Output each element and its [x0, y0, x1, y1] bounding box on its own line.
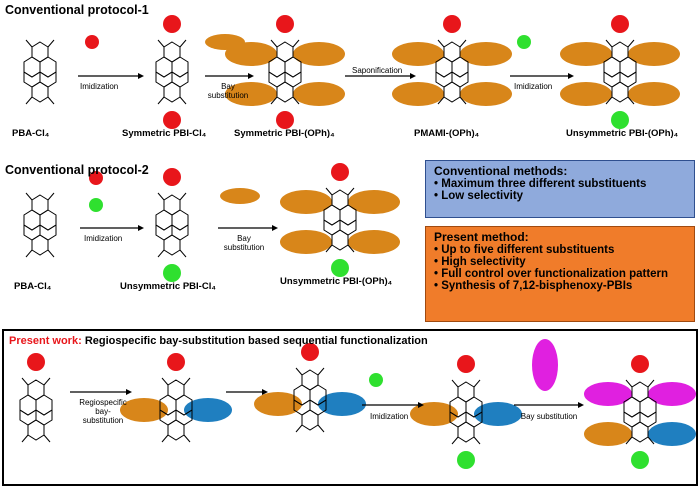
present-arrow-1: Regiospecific bay-substitution [79, 398, 127, 425]
protocol1-label-5: Unsymmetric PBI-(OPh)₄ [566, 128, 679, 139]
present-final-molecule [584, 355, 696, 469]
protocol1-label-1: PBA-Cl₄ [12, 128, 50, 139]
protocol1-title: Conventional protocol-1 [5, 3, 149, 17]
protocol1-arrow-3: Saponification [352, 66, 403, 75]
protocol1-label-2: Symmetric PBI-Cl₄ [122, 128, 207, 139]
present-method-box: Present method: • Up to five different s… [425, 226, 695, 322]
present-arrow-3: Imidization [370, 412, 409, 421]
pmami-oph4-molecule [392, 15, 512, 106]
present-bullet-3: • Full control over functionalization pa… [434, 268, 669, 280]
protocol2-label-3: Unsymmetric PBI-(OPh)₄ [280, 276, 393, 287]
protocol1-arrow-2: Bay substitution [207, 82, 249, 100]
present-bullet-4: • Synthesis of 7,12-bisphenoxy-PBIs [434, 280, 633, 292]
present-arrow-4: Bay substitution [520, 412, 578, 421]
protocol2-arrow-1: Imidization [84, 234, 123, 243]
present-start-molecule [19, 353, 53, 443]
protocol1-label-4: PMAMI-(OPh)₄ [414, 128, 480, 139]
unsymmetric-pbi-oph4-molecule-1 [560, 15, 680, 129]
present-bullet-2: • High selectivity [434, 256, 526, 268]
present-method-title: Present method: [434, 230, 529, 244]
present-step1-molecule [120, 353, 232, 443]
protocol1-label-3: Symmetric PBI-(OPh)₄ [234, 128, 335, 139]
protocol2-label-1: PBA-Cl₄ [14, 281, 52, 292]
pba-cl4-molecule-1 [23, 39, 57, 105]
present-step3-molecule [410, 355, 522, 469]
conventional-methods-title: Conventional methods: [434, 164, 568, 178]
pba-cl4-molecule-2 [23, 192, 57, 258]
conventional-methods-box: Conventional methods: • Maximum three di… [425, 160, 695, 218]
protocol2-arrow-2: Bay substitution [223, 234, 265, 252]
unsymmetric-pbi-oph4-molecule-2 [280, 163, 400, 277]
unsymmetric-pbi-cl4-molecule [155, 168, 189, 282]
present-work-heading: Present work: Regiospecific bay-substitu… [9, 335, 428, 347]
symmetric-pbi-cl4-molecule [155, 15, 189, 129]
protocol2-label-2: Unsymmetric PBI-Cl₄ [120, 281, 216, 292]
protocol2-title: Conventional protocol-2 [5, 163, 149, 177]
symmetric-pbi-oph4-molecule [225, 15, 345, 129]
protocol1-arrow-1: Imidization [80, 82, 119, 91]
conventional-bullet-1: • Maximum three different substituents [434, 178, 647, 190]
protocol1-arrow-4: Imidization [514, 82, 553, 91]
present-bullet-1: • Up to five different substituents [434, 244, 615, 256]
present-step2-molecule [254, 343, 366, 433]
conventional-bullet-2: • Low selectivity [434, 190, 524, 202]
